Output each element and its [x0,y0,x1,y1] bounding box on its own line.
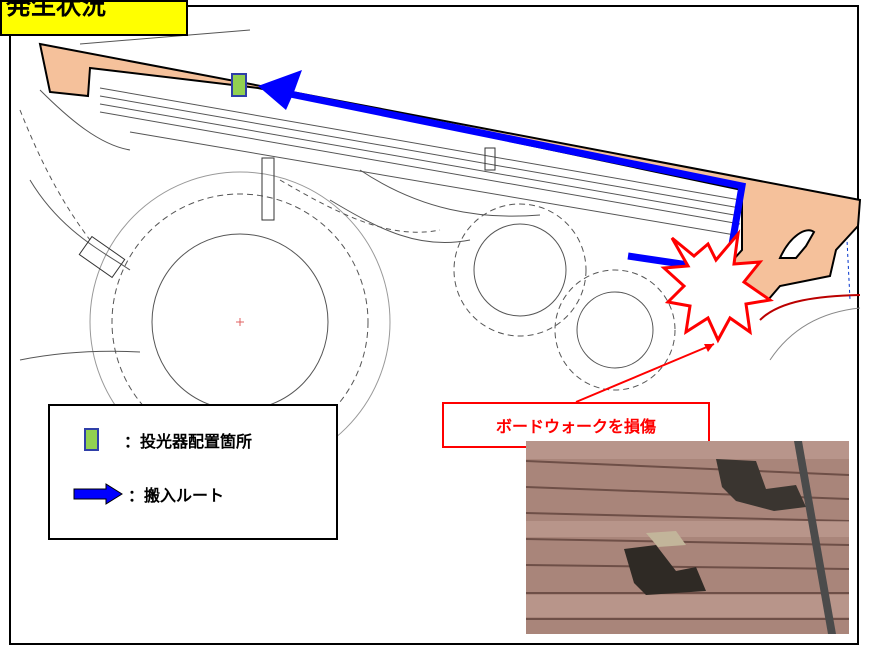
projector-marker [231,73,247,97]
route-arrowhead [258,70,302,110]
damage-callout-label: ボードウォークを損傷 [495,417,656,436]
callout-leader-tip [704,344,714,352]
right-hook [778,229,816,259]
route-arrow-icon [73,483,123,505]
center-mark [236,318,244,326]
damage-callout: ボードウォークを損傷 [442,402,710,448]
page-title-text: 発生状況 [6,0,107,20]
page-title: 発生状況 [0,0,188,36]
damage-photo [526,441,849,634]
legend-projector-label: ：投光器配置箇所 [124,432,253,451]
legend-row-route: ：搬入ルート [72,482,224,506]
projector-marker-icon [84,428,99,451]
legend-route-label: ：搬入ルート [128,486,225,505]
legend-row-projector: ：投光器配置箇所 [84,428,252,452]
legend-box: ：投光器配置箇所 ：搬入ルート [48,404,338,540]
callout-leader [575,343,715,403]
damage-burst-icon [660,229,774,344]
